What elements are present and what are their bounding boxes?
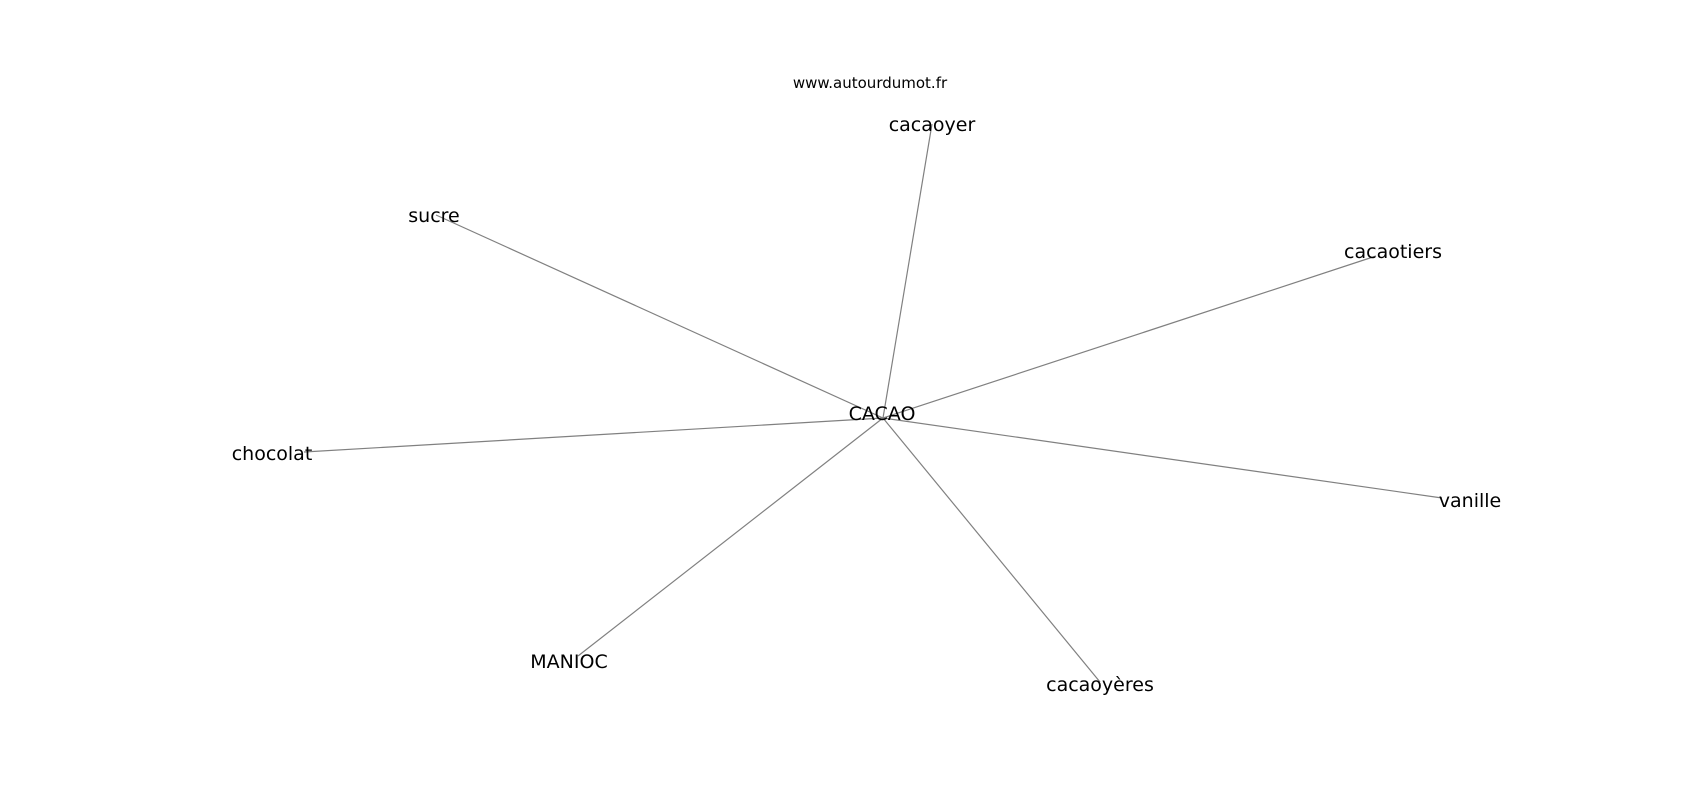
edge-center-cacaoyer	[882, 123, 933, 419]
node-label-cacaotiers: cacaotiers	[1344, 241, 1442, 263]
node-label-vanille: vanille	[1439, 490, 1501, 512]
node-label-manioc: MANIOC	[530, 651, 607, 673]
edge-center-vanille	[882, 417, 1443, 499]
edge-center-cacaoyeres	[882, 417, 1101, 683]
graph-edges	[303, 123, 1443, 683]
edge-center-chocolat	[303, 417, 884, 453]
node-label-cacaoyer: cacaoyer	[889, 114, 976, 136]
edge-center-manioc	[577, 417, 884, 657]
node-label-cacaoyeres: cacaoyères	[1046, 674, 1154, 696]
source-website-label: www.autourdumot.fr	[793, 74, 948, 92]
node-label-sucre: sucre	[408, 205, 459, 227]
edge-center-cacaotiers	[882, 255, 1377, 419]
node-label-center: CACAO	[849, 403, 916, 425]
edge-center-sucre	[435, 214, 884, 419]
node-label-chocolat: chocolat	[232, 443, 313, 465]
graph-labels: CACAO cacaoyer sucre cacaotiers chocolat vani…	[232, 114, 1502, 696]
